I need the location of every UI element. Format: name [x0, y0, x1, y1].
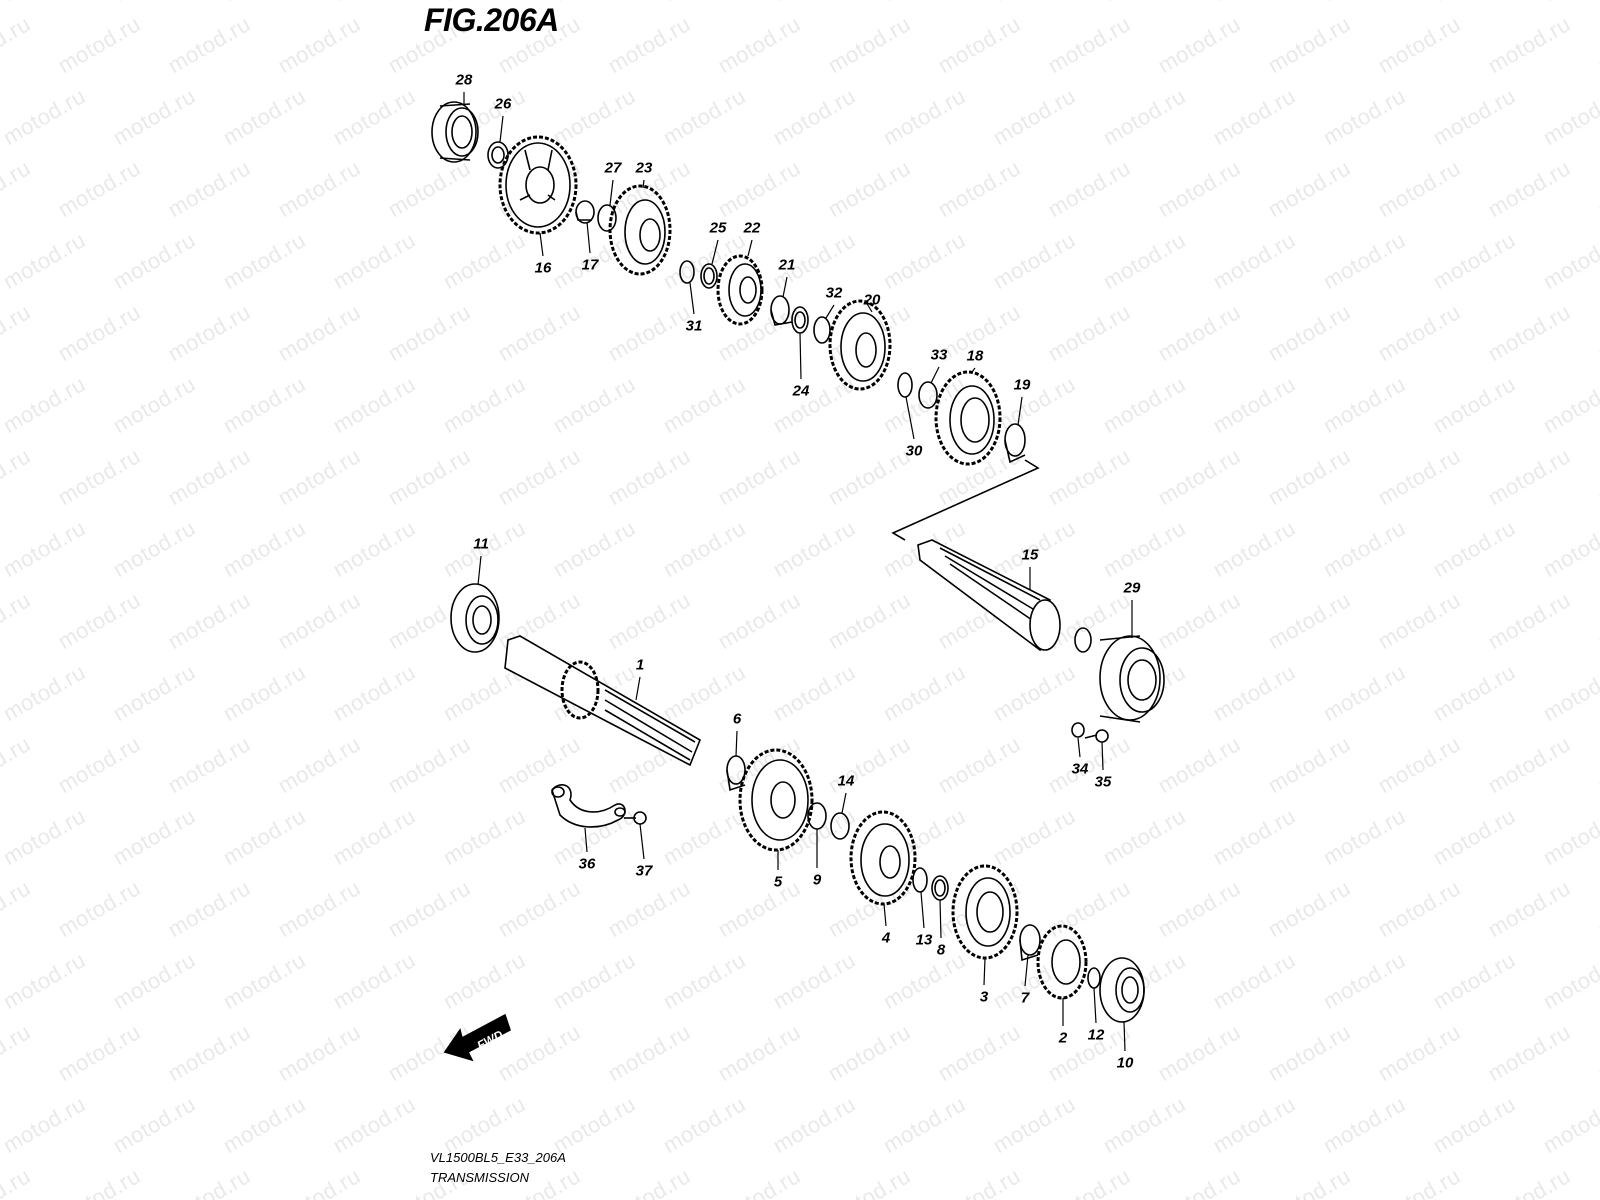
part-callout-32: 32 [825, 284, 843, 302]
part-callout-31: 31 [685, 317, 703, 335]
figure-title: FIG.206A [424, 2, 559, 38]
part-callout-15: 15 [1021, 546, 1039, 564]
part-callout-9: 9 [812, 871, 822, 889]
gear-4-icon [849, 810, 917, 906]
part-callout-11: 11 [473, 535, 489, 553]
circlip-12-icon [1087, 967, 1101, 989]
washer-24-icon [791, 306, 809, 334]
bushing-7-icon [1019, 924, 1041, 962]
circlip-14-icon [830, 812, 850, 840]
bearing-28-icon [431, 101, 479, 163]
part-callout-7: 7 [1020, 989, 1030, 1007]
part-callout-3: 3 [979, 988, 989, 1006]
gear-16-icon [498, 135, 578, 235]
part-callout-30: 30 [905, 442, 923, 460]
part-callout-5: 5 [773, 873, 783, 891]
part-callout-2: 2 [1058, 1029, 1068, 1047]
bracket-36-icon [551, 784, 626, 828]
part-callout-19: 19 [1013, 376, 1031, 394]
gear-23-icon [608, 184, 672, 276]
washer-25-icon [700, 263, 718, 289]
washer-9-icon [807, 802, 827, 830]
part-callout-17: 17 [581, 256, 599, 274]
circlip-30-icon [897, 372, 913, 398]
part-callout-18: 18 [966, 347, 984, 365]
bearing-11-icon [450, 583, 500, 653]
washer-27-icon [597, 204, 617, 232]
bushing-21-icon [770, 295, 793, 326]
part-callout-1: 1 [635, 656, 645, 674]
part-callout-25: 25 [709, 219, 727, 237]
washer-8-icon [931, 875, 949, 901]
washer-26-icon [487, 141, 509, 169]
part-callout-36: 36 [578, 855, 596, 873]
part-callout-4: 4 [881, 929, 891, 947]
bushing-19-icon [1004, 423, 1026, 464]
part-callout-27: 27 [604, 159, 622, 177]
section-name: TRANSMISSION [430, 1170, 529, 1185]
gear-18-icon [934, 370, 1002, 466]
gear-3-icon [951, 864, 1019, 960]
circlip-32-icon [813, 316, 831, 344]
part-callout-23: 23 [635, 159, 653, 177]
part-callout-22: 22 [743, 219, 761, 237]
part-callout-26: 26 [494, 95, 512, 113]
part-callout-21: 21 [778, 256, 796, 274]
nut-34-icon [1071, 722, 1085, 738]
part-callout-12: 12 [1087, 1026, 1105, 1044]
circlip-31-icon [679, 260, 695, 284]
part-callout-28: 28 [455, 71, 473, 89]
part-callout-35: 35 [1094, 773, 1112, 791]
part-callout-6: 6 [732, 710, 742, 728]
part-callout-16: 16 [534, 259, 552, 277]
screw-35-icon [1084, 729, 1109, 743]
part-callout-14: 14 [837, 772, 855, 790]
gear-5-icon [738, 748, 814, 852]
part-callout-24: 24 [792, 382, 810, 400]
part-callout-29: 29 [1123, 579, 1141, 597]
part-callout-37: 37 [635, 862, 653, 880]
circlip-13-icon [912, 867, 928, 893]
washer-33-icon [918, 381, 938, 409]
part-callout-34: 34 [1071, 760, 1089, 778]
driveshaft-15-icon [917, 539, 1092, 653]
assembly-connector-line [891, 459, 1040, 541]
gear-20-icon [828, 299, 892, 391]
bushing-17-icon [575, 200, 595, 224]
bearing-29-icon [1099, 635, 1165, 723]
part-callout-20: 20 [863, 291, 881, 309]
screw-37-icon [624, 811, 647, 825]
bearing-10-icon [1099, 957, 1145, 1023]
model-code: VL1500BL5_E33_206A [430, 1150, 566, 1165]
mainshaft-1-icon [504, 635, 702, 767]
fwd-arrow-icon [443, 1013, 511, 1062]
gear-22-icon [716, 254, 764, 326]
leader-lines [463, 92, 1133, 1052]
part-callout-10: 10 [1116, 1054, 1134, 1072]
part-callout-8: 8 [936, 941, 946, 959]
part-callout-13: 13 [915, 931, 933, 949]
gear-2-icon [1036, 924, 1088, 1000]
part-callout-33: 33 [930, 346, 948, 364]
